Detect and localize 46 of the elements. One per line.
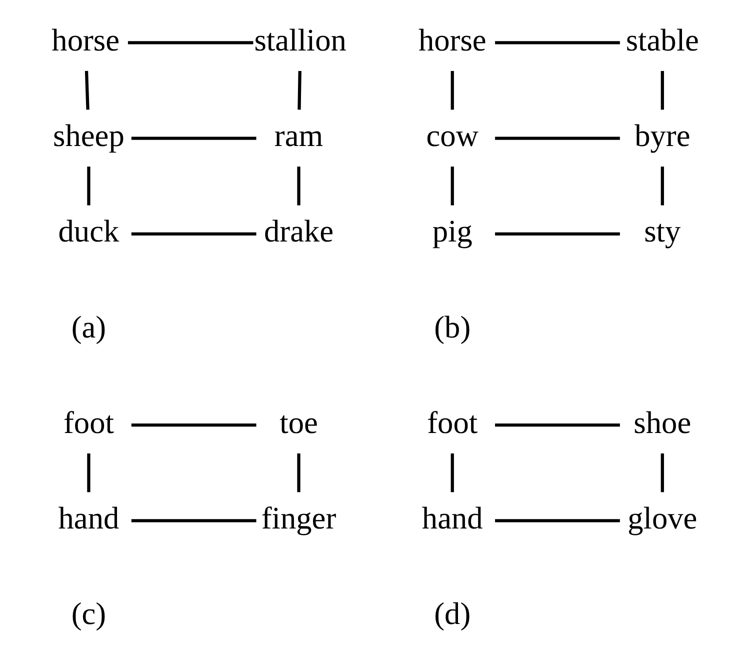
node-text: hand xyxy=(422,500,483,536)
connector xyxy=(450,166,454,206)
node-text: glove xyxy=(628,500,698,536)
label: (c) xyxy=(71,596,106,632)
node-text: hand xyxy=(58,500,120,536)
node-text: drake xyxy=(264,214,334,249)
connector xyxy=(131,232,256,236)
node-text: toe xyxy=(280,404,318,440)
connector xyxy=(87,166,90,206)
node-text: sty xyxy=(644,214,681,249)
connector xyxy=(297,166,300,206)
node-text: foot xyxy=(427,404,478,440)
label: (d) xyxy=(434,596,471,632)
node-text: finger xyxy=(261,500,336,536)
node-text: stable xyxy=(626,22,699,58)
node-text: stallion xyxy=(254,22,346,58)
label: (a) xyxy=(71,309,106,344)
connector xyxy=(131,519,256,522)
node-text: foot xyxy=(63,404,114,440)
connector xyxy=(495,41,620,44)
node-text: sheep xyxy=(53,118,124,154)
connector xyxy=(660,70,664,110)
node-text: cow xyxy=(426,118,478,154)
connector xyxy=(495,519,620,522)
connector xyxy=(495,136,620,140)
connector xyxy=(131,424,256,427)
connector xyxy=(660,453,664,492)
connector xyxy=(131,136,256,140)
node-text: shoe xyxy=(634,404,692,440)
node-text: horse xyxy=(418,22,486,58)
node-text: ram xyxy=(274,118,324,154)
node-text: byre xyxy=(634,118,690,154)
connector xyxy=(495,232,620,236)
connector xyxy=(495,424,620,427)
connector xyxy=(450,453,454,492)
connector xyxy=(298,70,302,110)
connector xyxy=(87,453,90,492)
connector xyxy=(84,70,90,110)
connector xyxy=(297,453,300,492)
node-text: duck xyxy=(58,214,120,249)
connector xyxy=(660,166,664,206)
connector xyxy=(128,41,254,44)
connector xyxy=(450,70,454,110)
node-text: horse xyxy=(52,22,120,58)
node-text: pig xyxy=(432,214,472,249)
label: (b) xyxy=(434,309,471,344)
